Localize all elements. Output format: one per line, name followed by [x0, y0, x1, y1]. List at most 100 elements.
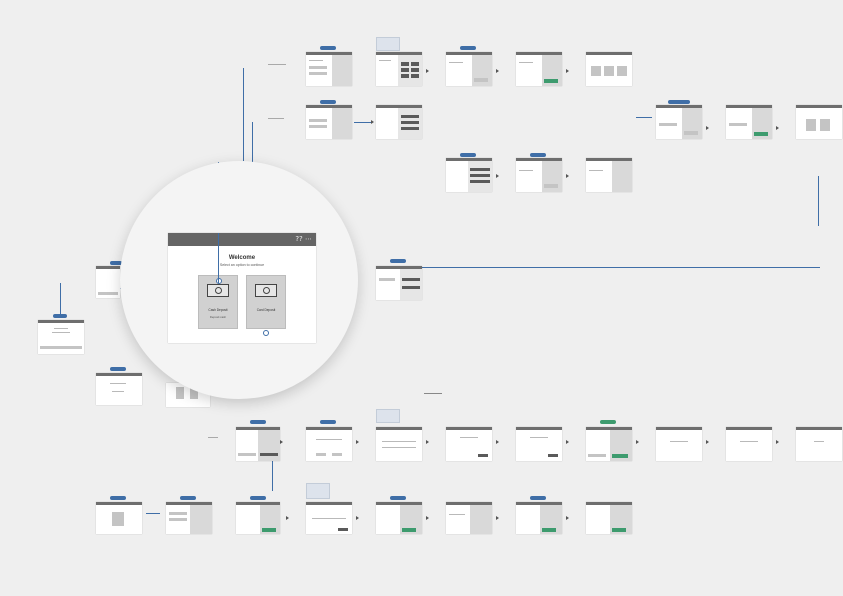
- screen-frame[interactable]: [446, 427, 492, 461]
- screen-frame[interactable]: [166, 502, 212, 534]
- screen-frame[interactable]: [516, 427, 562, 461]
- screen-frame[interactable]: [726, 427, 772, 461]
- arrow-icon: [496, 516, 499, 520]
- connector: [402, 267, 820, 268]
- arrow-icon: [496, 174, 499, 178]
- arrow-icon: [426, 69, 429, 73]
- frame-tag: [250, 496, 266, 500]
- screen-frame[interactable]: [656, 105, 702, 139]
- screen-frame[interactable]: [796, 427, 842, 461]
- arrow-icon: [496, 440, 499, 444]
- arrow-icon: [371, 120, 374, 124]
- screen-frame[interactable]: [656, 427, 702, 461]
- screen-frame[interactable]: [306, 427, 352, 461]
- arrow-icon: [706, 126, 709, 130]
- screen-frame[interactable]: [446, 158, 492, 192]
- screen-subtitle: Select an option to continue: [219, 263, 265, 267]
- screen-frame[interactable]: [96, 502, 142, 534]
- frame-tag: [110, 261, 122, 265]
- arrow-icon: [496, 69, 499, 73]
- screen-title: Welcome: [228, 255, 256, 261]
- connector: [424, 393, 442, 394]
- connector: [818, 176, 819, 226]
- annotation: [268, 118, 284, 119]
- screen-frame[interactable]: [96, 373, 142, 405]
- screen-frame[interactable]: [796, 105, 842, 139]
- screen-frame[interactable]: [376, 502, 422, 534]
- screen-frame[interactable]: [586, 502, 632, 534]
- screen-frame[interactable]: [446, 52, 492, 86]
- annotation: [268, 64, 286, 65]
- card-deposit-card[interactable]: Card Deposit: [246, 275, 286, 329]
- screen-frame[interactable]: [306, 502, 352, 534]
- card-sublabel: Deposit cash: [209, 315, 227, 319]
- screen-frame[interactable]: [586, 158, 632, 192]
- frame-tag: [390, 496, 406, 500]
- screen-frame[interactable]: [726, 105, 772, 139]
- arrow-icon: [706, 440, 709, 444]
- frame-tag: [600, 420, 616, 424]
- frame-tag: [668, 100, 690, 104]
- link-dot: [216, 278, 222, 284]
- cash-icon: [207, 284, 229, 297]
- connector: [243, 68, 244, 161]
- screen-frame[interactable]: [586, 52, 632, 86]
- frame-tag: [320, 46, 336, 50]
- sticky-note: [306, 483, 330, 499]
- frame-tag: [390, 259, 406, 263]
- sticky-note: [376, 37, 400, 51]
- frame-tag: [460, 46, 476, 50]
- arrow-icon: [776, 126, 779, 130]
- arrow-icon: [356, 516, 359, 520]
- arrow-icon: [566, 516, 569, 520]
- frame-tag: [110, 496, 126, 500]
- screen-frame[interactable]: [516, 52, 562, 86]
- screen-frame[interactable]: [236, 427, 280, 461]
- connector: [146, 513, 160, 514]
- arrow-icon: [280, 440, 283, 444]
- screen-frame[interactable]: [586, 427, 632, 461]
- frame-tag: [250, 420, 266, 424]
- frame-tag: [530, 496, 546, 500]
- arrow-icon: [566, 440, 569, 444]
- frame-tag: [460, 153, 476, 157]
- cash-deposit-card[interactable]: Cash Deposit Deposit cash: [198, 275, 238, 329]
- arrow-icon: [776, 440, 779, 444]
- frame-tag: [320, 420, 336, 424]
- screen-frame[interactable]: [516, 158, 562, 192]
- card-label: Cash Deposit: [208, 308, 228, 312]
- frame-tag: [530, 153, 546, 157]
- screen-header: ?? ⋯: [168, 233, 316, 246]
- connector: [354, 122, 372, 123]
- arrow-icon: [566, 69, 569, 73]
- sticky-note: [376, 409, 400, 423]
- screen-frame[interactable]: [376, 427, 422, 461]
- screen-frame[interactable]: [38, 320, 84, 354]
- frame-tag: [110, 367, 126, 371]
- arrow-icon: [426, 440, 429, 444]
- frame-tag: [180, 496, 196, 500]
- screen-frame[interactable]: [306, 105, 352, 139]
- screen-frame[interactable]: [236, 502, 280, 534]
- screen-frame[interactable]: [376, 105, 422, 139]
- screen-frame[interactable]: [96, 266, 120, 298]
- arrow-icon: [636, 440, 639, 444]
- screen-frame[interactable]: [376, 52, 422, 86]
- screen-frame[interactable]: [306, 52, 352, 86]
- screen-frame[interactable]: [376, 266, 422, 300]
- arrow-icon: [566, 174, 569, 178]
- arrow-icon: [356, 440, 359, 444]
- frame-tag: [53, 314, 67, 318]
- welcome-screen[interactable]: ?? ⋯ Welcome Select an option to continu…: [168, 233, 316, 343]
- card-label: Card Deposit: [256, 308, 276, 312]
- connector: [60, 283, 61, 316]
- arrow-icon: [286, 516, 289, 520]
- connector: [218, 233, 219, 283]
- screen-frame[interactable]: [516, 502, 562, 534]
- header-icons[interactable]: ?? ⋯: [295, 235, 312, 243]
- link-dot: [263, 330, 269, 336]
- screen-frame[interactable]: [446, 502, 492, 534]
- arrow-icon: [426, 516, 429, 520]
- connector: [272, 461, 273, 491]
